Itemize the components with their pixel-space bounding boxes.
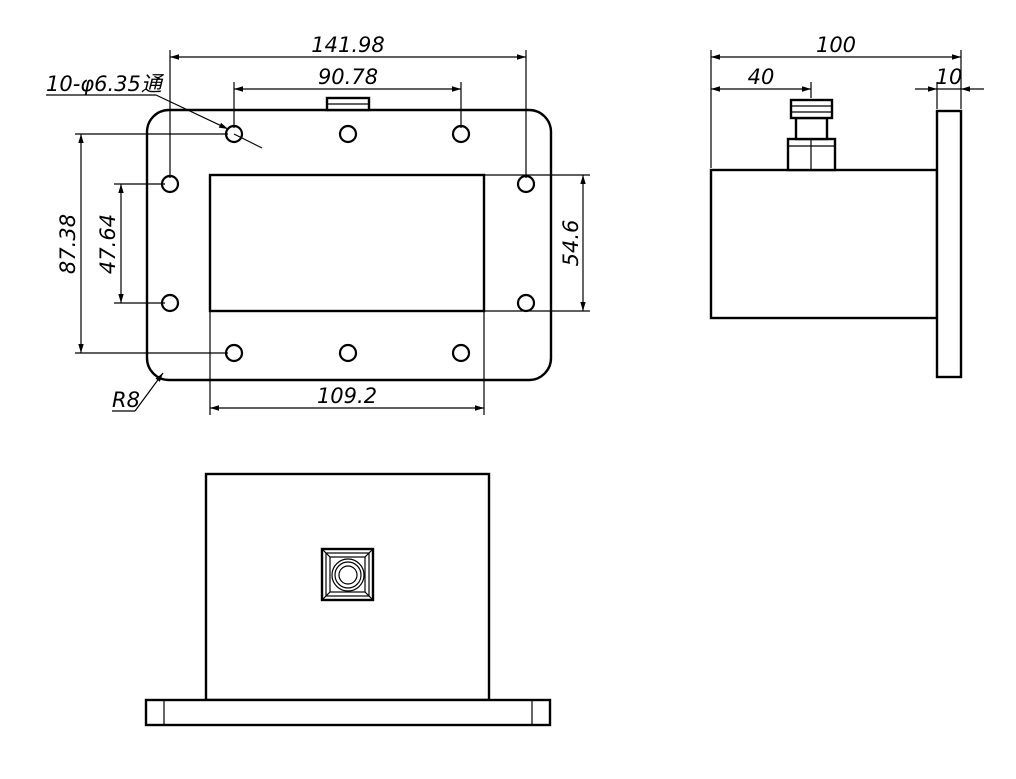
dim-overall-height: 87.38	[56, 133, 228, 354]
mounting-hole	[451, 343, 471, 363]
mounting-hole	[516, 293, 536, 313]
connector-side	[786, 98, 837, 172]
dim-text-overall-length: 100	[816, 33, 856, 57]
flange-outline	[145, 108, 553, 382]
connector-top	[320, 547, 375, 602]
dim-text-connector-offset: 40	[748, 65, 775, 89]
dim-text-aperture-height: 54.6	[559, 220, 583, 267]
adapter-body-side	[709, 168, 939, 320]
mounting-hole	[516, 174, 536, 194]
mounting-hole	[224, 343, 244, 363]
mounting-hole	[338, 343, 358, 363]
dim-overall-width: 141.98	[169, 33, 527, 178]
dim-hole-span-top: 90.78	[233, 65, 462, 128]
top-view	[144, 472, 552, 727]
flange-top	[144, 698, 552, 727]
dim-text-hole-span-top: 90.78	[318, 65, 378, 89]
dim-text-overall-width: 141.98	[311, 33, 384, 57]
dim-text-aperture-width: 109.2	[317, 384, 377, 408]
dim-hole-callout: 10-φ6.35通	[46, 72, 263, 149]
dim-flange-thickness: 10	[915, 65, 984, 109]
dim-hole-span-side: 47.64	[96, 183, 165, 304]
dim-text-overall-height: 87.38	[56, 214, 80, 274]
dim-text-hole-callout: 10-φ6.35通	[46, 72, 165, 96]
dim-aperture-height: 54.6	[484, 174, 590, 312]
flange-side	[935, 109, 963, 379]
dim-connector-offset: 40	[711, 65, 812, 98]
front-view: 141.98 90.78 10-φ6.35通 87.38	[46, 33, 590, 415]
dim-text-corner-radius: R8	[112, 388, 140, 412]
mounting-hole	[338, 124, 358, 144]
waveguide-aperture	[208, 173, 486, 313]
side-view: 100 40 10	[709, 33, 984, 379]
dim-overall-length: 100	[710, 33, 962, 168]
mounting-hole	[451, 124, 471, 144]
dim-text-flange-thickness: 10	[936, 65, 963, 89]
dim-aperture-width: 109.2	[209, 311, 485, 415]
dim-text-hole-span-side: 47.64	[96, 214, 120, 274]
dim-corner-radius: R8	[112, 372, 164, 412]
